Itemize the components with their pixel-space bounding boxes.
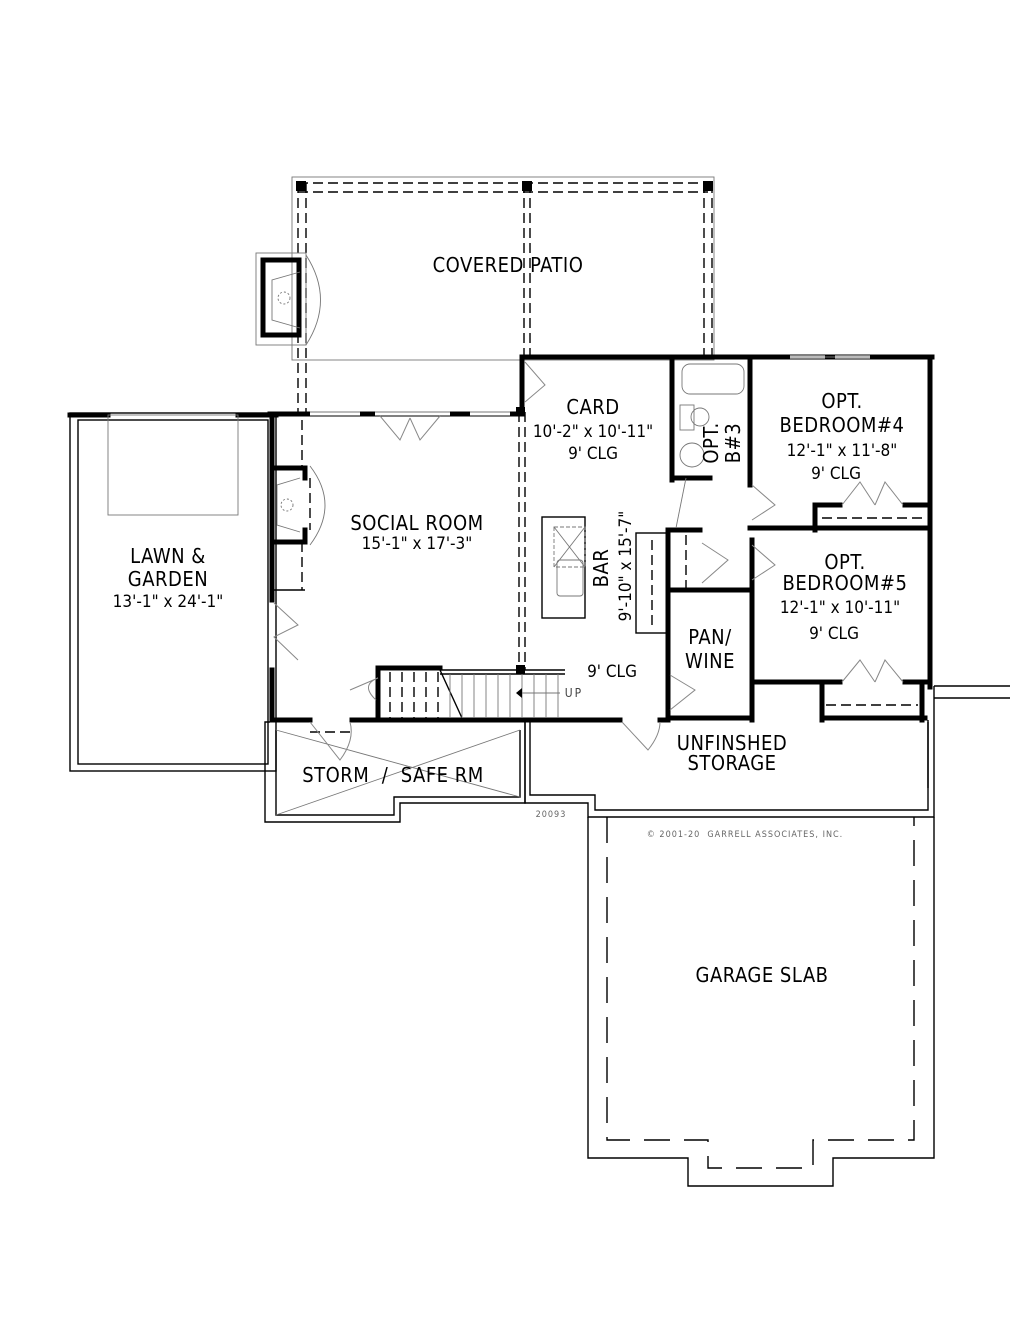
closet-door [841,659,904,683]
post [296,181,306,191]
label-pantry-line2: WINE [685,649,735,673]
label-social-room: SOCIAL ROOM [350,511,483,535]
closet-door [701,542,729,584]
label-bar-size: 9'-10" x 15'-7" [616,511,636,622]
closet-door [841,481,904,506]
label-card: CARD [566,395,619,419]
label-stair-up: UP [565,686,583,700]
sink-icon [679,442,705,468]
post [703,181,713,191]
covered-patio [255,176,715,412]
bar-counter [541,516,669,634]
label-bedroom4-line2: BEDROOM#4 [780,413,905,437]
label-opt-bath-line2: B#3 [721,423,745,463]
door-pantry [669,674,696,711]
door-safe-room [309,721,352,761]
arrow-left-icon [516,688,522,698]
door-bedroom4 [751,484,776,521]
fireplace-icon [276,465,326,546]
plan-number: 20093 [536,810,567,820]
label-bar-ceiling: 9' CLG [587,662,637,682]
label-garage-slab: GARAGE SLAB [696,963,829,987]
door-lawn [273,602,299,661]
label-bedroom4-size: 12'-1" x 11'-8" [787,441,898,461]
label-covered-patio: COVERED PATIO [433,253,584,277]
garage-slab [587,817,935,1187]
bathtub-icon [681,363,745,395]
label-social-room-size: 15'-1" x 17'-3" [362,534,473,554]
label-storage-line1: UNFINSHED [677,731,787,755]
label-bedroom5-size: 12'-1" x 10'-11" [780,598,900,618]
label-lawn-garden-line2: GARDEN [128,567,208,591]
label-bedroom4-line1: OPT. [821,389,862,413]
label-lawn-garden-line1: LAWN & [130,544,206,568]
label-card-size: 10'-2" x 10'-11" [533,422,653,442]
label-lawn-garden-size: 13'-1" x 24'-1" [113,592,224,612]
label-opt-bath-line1: OPT. [699,422,723,463]
label-pantry-line1: PAN/ [688,625,732,649]
label-bedroom5-ceiling: 9' CLG [809,624,859,644]
door-bedroom5 [751,544,776,581]
post [522,181,532,191]
label-storm-safe-room: STORM / SAFE RM [302,763,484,787]
label-bedroom5-line2: BEDROOM#5 [783,571,908,595]
copyright-notice: © 2001-20 GARRELL ASSOCIATES, INC. [647,830,844,840]
label-bedroom5-line1: OPT. [824,550,865,574]
room-labels: COVERED PATIO CARD 10'-2" x 10'-11" 9' C… [113,253,908,987]
outdoor-fireplace-icon [255,252,321,346]
unfinished-storage [524,720,935,818]
door-storage [621,721,661,751]
staircase [349,665,565,723]
label-bedroom4-ceiling: 9' CLG [811,464,861,484]
label-storage-line2: STORAGE [687,751,776,775]
label-card-ceiling: 9' CLG [568,444,618,464]
walls [264,354,1010,1187]
door-card [524,361,546,403]
label-bar: BAR [589,549,613,588]
french-door [379,415,441,441]
toilet-icon [679,404,710,431]
sink-icon [556,559,584,597]
